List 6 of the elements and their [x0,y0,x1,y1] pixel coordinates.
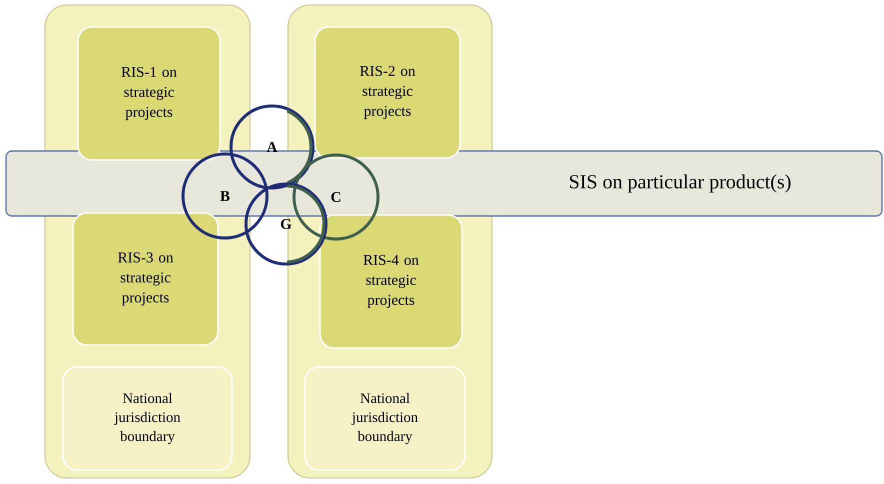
boundary-box: National jurisdiction boundary [62,366,233,471]
region-box: RIS-3 on strategic projects [72,212,219,346]
region-box: RIS-4 on strategic projects [319,214,463,349]
region-box: RIS-2 on strategic projects [314,26,461,159]
region-box: RIS-1 on strategic projects [77,26,221,161]
boundary-box: National jurisdiction boundary [304,366,466,471]
